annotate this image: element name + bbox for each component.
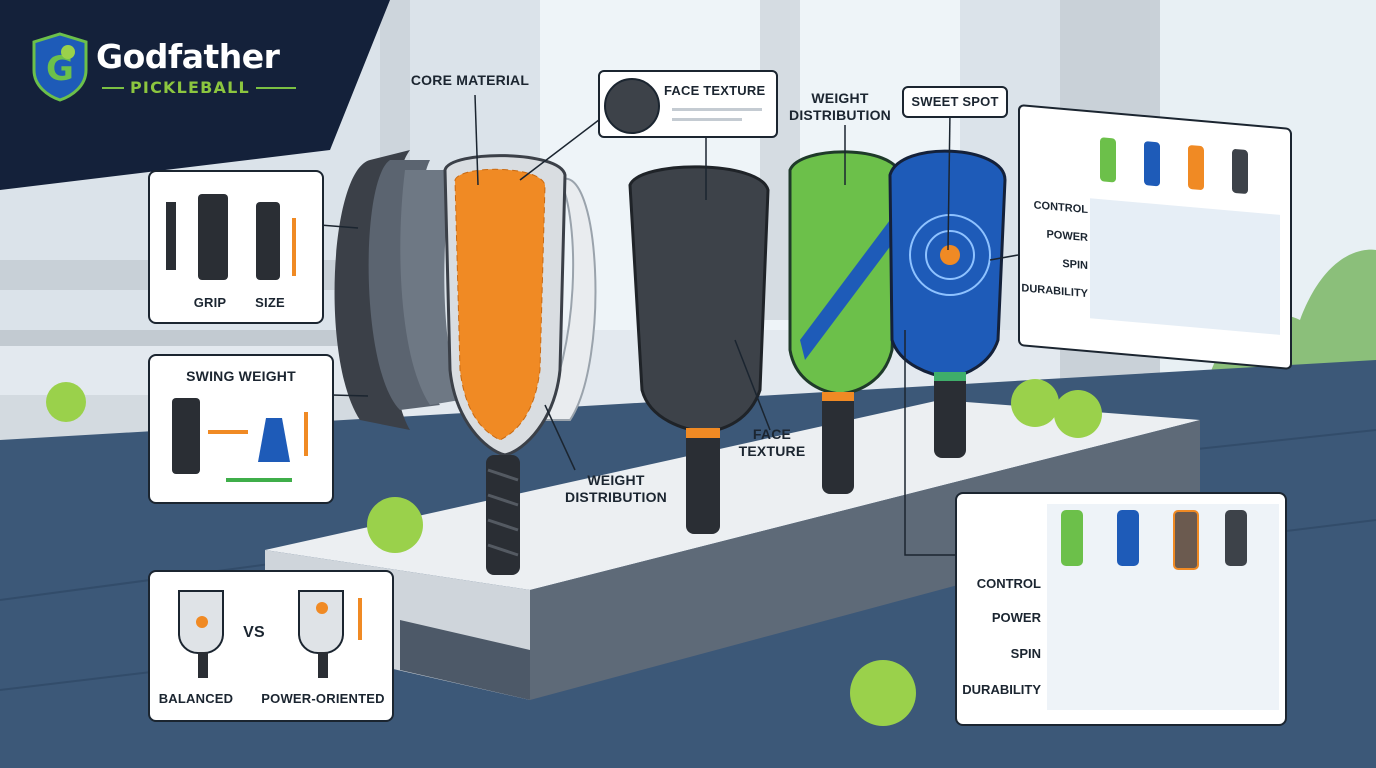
grip-small-icon [256, 202, 280, 280]
brand-tagline: PICKLEBALL [130, 78, 250, 97]
balanced-label: BALANCED [158, 691, 234, 706]
carbon-paddle-thumb-large [1225, 510, 1247, 566]
large-row-power: POWER [991, 610, 1041, 625]
size-arrow-icon [292, 218, 296, 276]
brand-logo: Godfather PICKLEBALL [96, 38, 296, 97]
brand-banner [0, 0, 390, 190]
callout-sweet-spot-box: SWEET SPOT [902, 86, 1008, 118]
carbon-paddle [628, 165, 770, 534]
comparison-card-small: CONTROL POWER SPIN DURABILITY [1018, 104, 1292, 370]
grip-handle-icon [198, 194, 228, 280]
power-oriented-label: POWER-ORIENTED [261, 691, 385, 706]
large-row-durability: DURABILITY [962, 682, 1041, 697]
callout-face-texture-mid: FACE TEXTURE [738, 426, 806, 459]
orange-paddle-thumb-large [1173, 510, 1199, 570]
grip-label: GRIP [193, 295, 227, 310]
blue-paddle-thumb [1144, 141, 1160, 187]
callout-face-texture-top: FACE TEXTURE [664, 83, 766, 98]
swing-weight-title: SWING WEIGHT [186, 368, 296, 384]
vs-label: VS [243, 624, 265, 641]
power-point-icon [316, 602, 328, 614]
green-paddle-thumb-large [1061, 510, 1083, 566]
grip-size-panel: GRIP SIZE [148, 170, 324, 324]
large-row-spin: SPIN [1010, 646, 1041, 661]
large-row-control: CONTROL [976, 576, 1041, 591]
exploded-paddle-layers [334, 150, 597, 430]
blue-paddle [888, 149, 1007, 458]
carbon-texture-icon [604, 78, 660, 134]
green-paddle [788, 150, 902, 494]
callout-sweet-spot: SWEET SPOT [911, 94, 999, 109]
small-row-control: CONTROL [1033, 199, 1088, 217]
callout-face-texture-box: FACE TEXTURE [598, 70, 778, 138]
up-arrow-icon [358, 598, 362, 640]
orange-paddle-thumb [1188, 144, 1204, 191]
blue-paddle-thumb-large [1117, 510, 1139, 566]
small-row-power: POWER [1046, 228, 1088, 245]
balance-point-icon [196, 616, 208, 628]
swing-weight-panel: SWING WEIGHT [148, 354, 334, 504]
shield-logo-icon: G [32, 32, 88, 102]
pickleball [46, 379, 1102, 726]
power-paddle-icon [298, 590, 344, 654]
callout-lines [319, 94, 1019, 556]
callout-core-material: CORE MATERIAL [410, 72, 530, 88]
grip-strip-icon [166, 202, 176, 270]
weight-icon [258, 418, 290, 462]
green-paddle-thumb [1100, 137, 1116, 183]
brand-name: Godfather [96, 37, 280, 76]
size-label: SIZE [255, 295, 285, 310]
carbon-paddle-thumb [1232, 148, 1248, 195]
callout-weight-distribution-mid: WEIGHT DISTRIBUTION [565, 472, 667, 505]
swing-grip-icon [172, 398, 200, 474]
balance-panel: VS BALANCED POWER-ORIENTED [148, 570, 394, 722]
small-row-spin: SPIN [1062, 257, 1088, 273]
left-arrow-icon [208, 430, 248, 434]
comparison-card-large: CONTROL POWER SPIN DURABILITY [955, 492, 1287, 726]
core-paddle [443, 154, 567, 575]
callout-weight-distribution-top: WEIGHT DISTRIBUTION [789, 90, 891, 123]
down-arrow-icon [304, 412, 308, 456]
small-row-durability: DURABILITY [1021, 282, 1088, 301]
right-arrow-icon [226, 478, 292, 482]
